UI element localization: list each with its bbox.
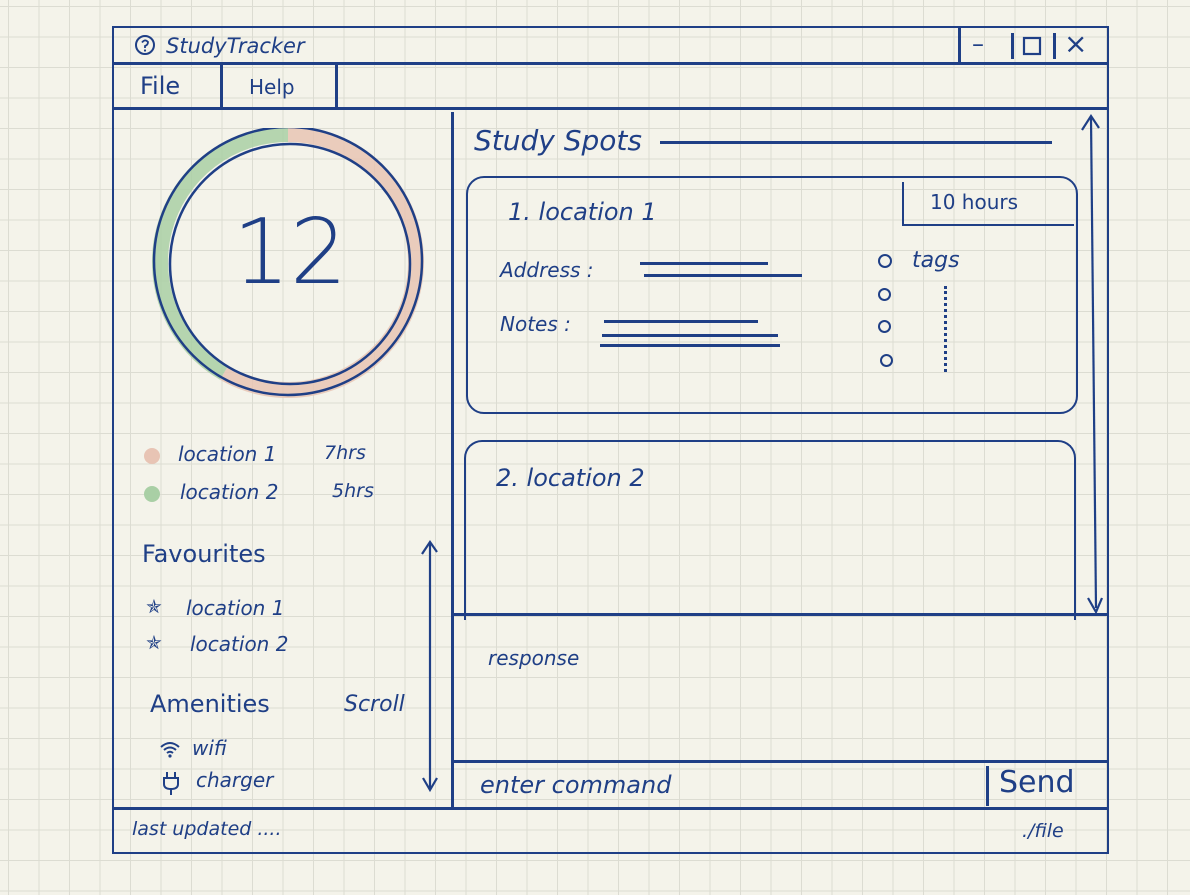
scroll-label: Scroll — [344, 692, 405, 717]
study-spot-card[interactable]: 1. location 1 10 hours Address : Notes :… — [466, 176, 1078, 414]
last-updated-text: last updated .... — [132, 818, 282, 840]
command-top-border — [451, 760, 1107, 763]
minimize-button[interactable]: – — [966, 30, 996, 60]
legend-dot-location-2 — [144, 486, 160, 502]
legend-label: location 1 — [178, 442, 277, 466]
sidebar-scrollbar[interactable] — [418, 538, 442, 794]
response-label: response — [488, 646, 580, 670]
card-title: 1. location 1 — [508, 198, 657, 226]
hours-chart: 12 — [150, 125, 430, 398]
hours-badge: 10 hours — [902, 182, 1074, 226]
tag-bullet-icon — [878, 288, 891, 301]
plug-icon — [160, 770, 182, 796]
amenity-label: wifi — [192, 736, 227, 760]
tag-bullet-icon — [878, 254, 892, 268]
legend-hours: 7hrs — [324, 442, 366, 464]
command-placeholder: enter command — [480, 771, 672, 799]
title-bar: StudyTracker — [114, 28, 1107, 64]
menu-file[interactable]: File — [114, 64, 220, 108]
address-line — [644, 274, 802, 277]
favourite-label: location 1 — [186, 596, 285, 620]
menu-bar: File Help — [114, 64, 1107, 108]
favourite-label: location 2 — [190, 632, 289, 656]
tag-bullet-icon — [878, 320, 891, 333]
sidebar-divider — [451, 112, 454, 807]
favourite-item[interactable]: ✯ location 1 — [146, 594, 346, 624]
menu-bottom-border — [114, 107, 1107, 110]
donut-segment-2 — [152, 126, 289, 380]
notes-label: Notes : — [500, 312, 571, 336]
menu-divider — [220, 64, 223, 108]
main-scrollbar[interactable] — [1078, 112, 1104, 616]
maximize-button[interactable] — [1020, 33, 1046, 59]
legend-label: location 2 — [180, 480, 279, 504]
send-divider — [986, 766, 989, 806]
amenity-item: wifi — [158, 734, 358, 764]
legend-dot-location-1 — [144, 448, 160, 464]
donut-inner-outline — [168, 142, 412, 386]
star-icon: ✯ — [146, 596, 162, 618]
notes-line — [604, 320, 758, 323]
study-spot-card[interactable]: 2. location 2 — [464, 440, 1076, 620]
address-label: Address : — [500, 258, 594, 282]
wifi-icon — [158, 736, 182, 760]
tag-bullet-icon — [880, 354, 893, 367]
address-line — [640, 262, 768, 265]
window-title: StudyTracker — [166, 34, 305, 58]
app-logo-icon — [134, 34, 156, 56]
legend-item: location 2 5hrs — [144, 478, 434, 508]
menu-divider-2 — [335, 64, 338, 108]
app-window — [112, 26, 1109, 854]
controls-divider-2 — [1011, 33, 1014, 59]
file-path-text: ./file — [1022, 820, 1064, 842]
star-icon: ✯ — [146, 632, 162, 654]
chart-legend: location 1 7hrs location 2 5hrs — [144, 440, 434, 510]
close-button[interactable]: × — [1060, 27, 1090, 60]
tags-ellipsis — [944, 286, 951, 372]
legend-item: location 1 7hrs — [144, 440, 434, 470]
title-divider — [114, 62, 1107, 65]
notes-line — [600, 344, 780, 347]
amenity-label: charger — [196, 768, 274, 792]
controls-divider-3 — [1053, 33, 1056, 59]
status-top-border — [114, 807, 1107, 810]
section-title: Study Spots — [474, 124, 642, 157]
controls-divider — [958, 28, 961, 62]
response-top-border — [451, 613, 1107, 616]
response-area: response — [454, 616, 1106, 760]
menu-help-label: Help — [249, 75, 295, 99]
total-count: 12 — [232, 200, 348, 305]
favourite-item[interactable]: ✯ location 2 — [146, 630, 346, 660]
section-title-rule — [660, 141, 1052, 144]
donut-segment-1 — [220, 126, 424, 398]
favourites-heading: Favourites — [142, 540, 266, 568]
notes-line — [602, 334, 778, 337]
status-bar: last updated .... ./file — [114, 810, 1107, 852]
minimize-icon: – — [972, 30, 984, 58]
amenities-heading: Amenities — [150, 690, 270, 718]
hours-badge-label: 10 hours — [930, 190, 1019, 214]
maximize-icon — [1022, 36, 1042, 56]
menu-file-label: File — [140, 72, 181, 100]
hours-donut — [152, 125, 424, 398]
card-title: 2. location 2 — [496, 464, 645, 492]
send-label: Send — [999, 765, 1075, 800]
send-button[interactable]: Send — [989, 763, 1106, 807]
menu-help[interactable]: Help — [223, 64, 335, 108]
command-input[interactable]: enter command — [454, 763, 986, 807]
amenity-item: charger — [160, 768, 360, 798]
legend-hours: 5hrs — [332, 480, 374, 502]
tags-label: tags — [912, 248, 960, 273]
close-icon: × — [1064, 27, 1088, 60]
